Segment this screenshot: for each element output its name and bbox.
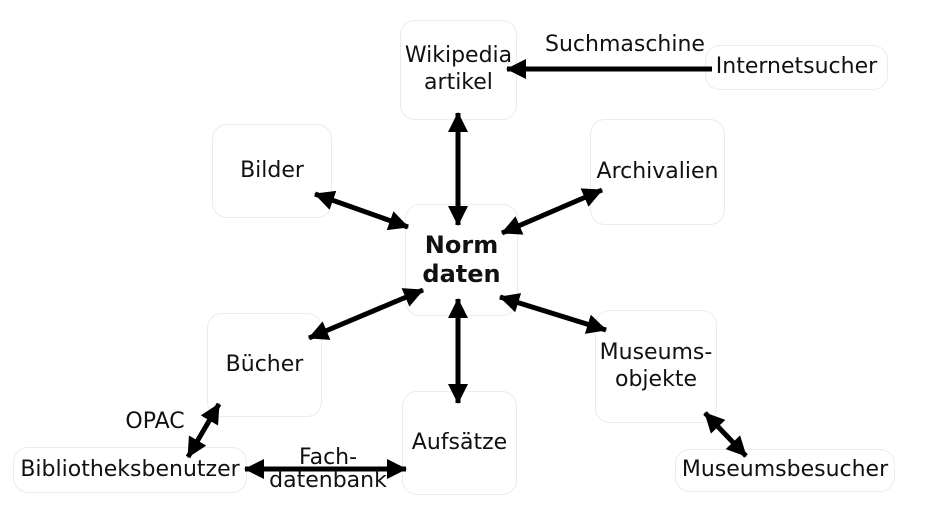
edge-label-opac: OPAC	[125, 409, 185, 434]
node-bibliotheksbenutzer: Bibliotheksbenutzer	[13, 447, 247, 493]
node-museumsobjekte: Museums- objekte	[595, 310, 717, 423]
node-archivalien: Archivalien	[590, 119, 725, 225]
node-normdaten: Norm daten	[405, 204, 518, 316]
edge-label-fachdatenbank: Fach- datenbank	[269, 445, 387, 494]
node-wikipedia-artikel: Wikipedia artikel	[400, 20, 517, 120]
node-museumsbesucher: Museumsbesucher	[675, 449, 895, 492]
node-internetsucher: Internetsucher	[705, 45, 888, 90]
edge-label-suchmaschine: Suchmaschine	[545, 32, 705, 57]
node-buecher: Bücher	[207, 313, 322, 417]
node-aufsaetze: Aufsätze	[402, 391, 517, 495]
node-bilder: Bilder	[212, 124, 332, 218]
